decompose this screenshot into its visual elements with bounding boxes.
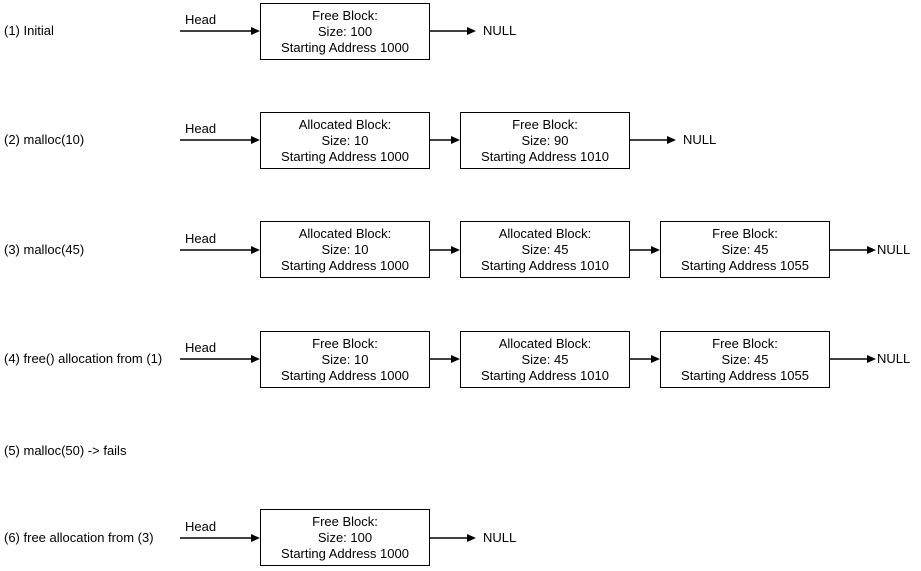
memory-block-row3-2: Allocated Block: Size: 45 Starting Addre…: [460, 221, 630, 278]
block-address: Starting Address 1055: [681, 367, 809, 383]
memory-block-row1-1: Free Block: Size: 100 Starting Address 1…: [260, 3, 430, 60]
null-label-6: NULL: [483, 530, 517, 545]
step-label-1: (1) Initial: [4, 23, 54, 38]
block-address: Starting Address 1055: [681, 257, 809, 273]
block-size: Size: 10: [321, 241, 369, 257]
block-size: Size: 90: [521, 132, 569, 148]
memory-block-row2-2: Free Block: Size: 90 Starting Address 10…: [460, 112, 630, 169]
block-size: Size: 10: [321, 132, 369, 148]
memory-block-row2-1: Allocated Block: Size: 10 Starting Addre…: [260, 112, 430, 169]
null-label-2: NULL: [683, 132, 717, 147]
head-pointer-label-3: Head: [185, 231, 217, 246]
step-label-3: (3) malloc(45): [4, 242, 85, 257]
block-size: Size: 100: [317, 529, 373, 545]
null-label-1: NULL: [483, 23, 517, 38]
head-pointer-label-2: Head: [185, 121, 217, 136]
memory-block-row4-2: Allocated Block: Size: 45 Starting Addre…: [460, 331, 630, 388]
memory-block-row3-3: Free Block: Size: 45 Starting Address 10…: [660, 221, 830, 278]
memory-block-row4-3: Free Block: Size: 45 Starting Address 10…: [660, 331, 830, 388]
block-size: Size: 45: [521, 351, 569, 367]
step-label-6: (6) free allocation from (3): [4, 530, 154, 545]
memory-block-row3-1: Allocated Block: Size: 10 Starting Addre…: [260, 221, 430, 278]
block-size: Size: 10: [321, 351, 369, 367]
head-pointer-label-1: Head: [185, 12, 217, 27]
block-title: Allocated Block:: [298, 225, 392, 241]
step-label-4: (4) free() allocation from (1): [4, 351, 163, 366]
block-title: Free Block:: [512, 116, 578, 132]
block-title: Allocated Block:: [498, 335, 592, 351]
block-address: Starting Address 1010: [481, 257, 609, 273]
step-label-2: (2) malloc(10): [4, 132, 85, 147]
block-title: Free Block:: [312, 513, 378, 529]
head-pointer-label-4: Head: [185, 340, 217, 355]
head-pointer-label-6: Head: [185, 519, 217, 534]
step-label-5: (5) malloc(50) -> fails: [4, 443, 127, 458]
block-size: Size: 45: [721, 241, 769, 257]
null-label-3: NULL: [877, 242, 911, 257]
null-label-4: NULL: [877, 351, 911, 366]
block-address: Starting Address 1000: [281, 257, 409, 273]
block-title: Allocated Block:: [298, 116, 392, 132]
memory-block-row6-1: Free Block: Size: 100 Starting Address 1…: [260, 509, 430, 566]
block-title: Allocated Block:: [498, 225, 592, 241]
block-title: Free Block:: [712, 225, 778, 241]
block-title: Free Block:: [712, 335, 778, 351]
memory-block-row4-1: Free Block: Size: 10 Starting Address 10…: [260, 331, 430, 388]
block-address: Starting Address 1000: [281, 148, 409, 164]
block-address: Starting Address 1010: [481, 367, 609, 383]
block-address: Starting Address 1000: [281, 545, 409, 561]
block-address: Starting Address 1000: [281, 367, 409, 383]
block-address: Starting Address 1000: [281, 39, 409, 55]
block-size: Size: 45: [721, 351, 769, 367]
block-title: Free Block:: [312, 335, 378, 351]
block-address: Starting Address 1010: [481, 148, 609, 164]
block-title: Free Block:: [312, 7, 378, 23]
block-size: Size: 45: [521, 241, 569, 257]
block-size: Size: 100: [317, 23, 373, 39]
